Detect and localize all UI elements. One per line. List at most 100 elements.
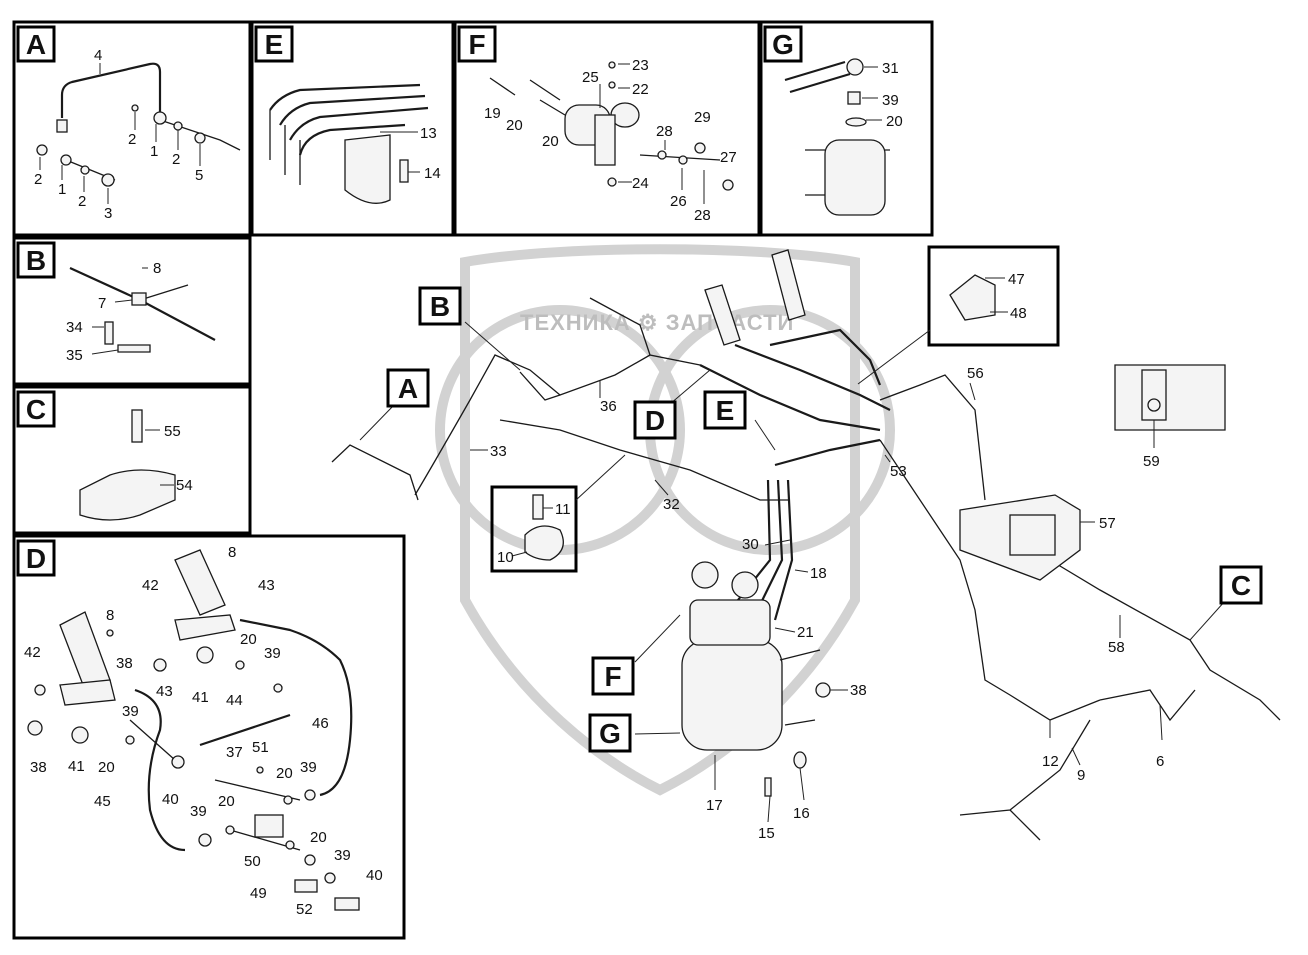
callout: 41 [68, 758, 85, 775]
panel-c-callouts: 55 54 [164, 423, 193, 494]
panel-letter-g: G [772, 29, 794, 60]
callout: 2 [128, 131, 136, 148]
callout: 15 [758, 825, 775, 842]
callout: 1 [58, 181, 66, 198]
callout: 50 [244, 853, 261, 870]
detail-box-drawing [511, 494, 564, 561]
callout: 49 [250, 885, 267, 902]
view-marker-c: C [1231, 570, 1251, 601]
panel-letter-c: C [26, 394, 46, 425]
callout: 12 [1042, 753, 1059, 770]
callout: 39 [122, 703, 139, 720]
callout: 42 [142, 577, 159, 594]
panel-letter-e: E [265, 29, 284, 60]
main-assembly-drawing [331, 249, 1281, 841]
panel-frames [12, 20, 1060, 940]
panel-f-drawing [489, 61, 734, 204]
callout: 18 [810, 565, 827, 582]
panel-b-callouts: 8 7 34 35 [66, 260, 161, 364]
callout: 42 [24, 644, 41, 661]
callout: 38 [116, 655, 133, 672]
callout: 40 [366, 867, 383, 884]
callout: 52 [296, 901, 313, 918]
panel-letters: A E F G B C D [16, 25, 803, 577]
detail-box-callouts: 11 10 [497, 501, 571, 566]
callout: 4 [94, 47, 102, 64]
callout: 51 [252, 739, 269, 756]
callout: 2 [78, 193, 86, 210]
panel-f-callouts: 23 25 22 19 20 20 29 28 27 24 26 28 [484, 57, 737, 224]
callout: 39 [882, 92, 899, 109]
callout: 34 [66, 319, 83, 336]
callout: 8 [228, 544, 236, 561]
callout: 41 [192, 689, 209, 706]
callout: 2 [172, 151, 180, 168]
callout: 22 [632, 81, 649, 98]
watermark-text: ТЕХНИКА ⚙ ЗАПЧАСТИ [520, 310, 794, 335]
callout: 24 [632, 175, 649, 192]
callout: 25 [582, 69, 599, 86]
callout: 40 [162, 791, 179, 808]
callout: 20 [542, 133, 559, 150]
callout: 44 [226, 692, 243, 709]
callout: 37 [226, 744, 243, 761]
callout: 35 [66, 347, 83, 364]
callout: 31 [882, 60, 899, 77]
callout: 53 [890, 463, 907, 480]
callout: 6 [1156, 753, 1164, 770]
panel-letter-a: A [26, 29, 46, 60]
callout: 20 [98, 759, 115, 776]
callout: 59 [1143, 453, 1160, 470]
callout: 43 [156, 683, 173, 700]
callout: 33 [490, 443, 507, 460]
callout: 9 [1077, 767, 1085, 784]
callout: 38 [850, 682, 867, 699]
callout: 13 [420, 125, 437, 142]
callout: 26 [670, 193, 687, 210]
callout: 28 [694, 207, 711, 224]
callout: 20 [886, 113, 903, 130]
callout: 7 [98, 295, 106, 312]
callout: 48 [1010, 305, 1027, 322]
callout: 21 [797, 624, 814, 641]
panel-b-drawing [69, 266, 216, 355]
callout: 5 [195, 167, 203, 184]
callout: 20 [240, 631, 257, 648]
callout: 16 [793, 805, 810, 822]
view-marker-b: B [430, 291, 450, 322]
callout: 29 [694, 109, 711, 126]
callout: 39 [334, 847, 351, 864]
callout: 20 [218, 793, 235, 810]
panel-g-drawing [784, 58, 890, 216]
callout: 10 [497, 549, 514, 566]
callout: 54 [176, 477, 193, 494]
callout: 20 [276, 765, 293, 782]
panel-e-callouts: 13 14 [420, 125, 441, 182]
callout: 58 [1108, 639, 1125, 656]
view-marker-e: E [716, 395, 735, 426]
callout: 28 [656, 123, 673, 140]
callout: 3 [104, 205, 112, 222]
panel-d-callouts: 8 42 43 8 42 38 20 39 41 43 44 46 39 38 … [24, 544, 383, 918]
callout: 39 [190, 803, 207, 820]
callout: 47 [1008, 271, 1025, 288]
panel-letter-d: D [26, 543, 46, 574]
panel-letter-b: B [26, 245, 46, 276]
callout: 1 [150, 143, 158, 160]
watermark: ТЕХНИКА ⚙ ЗАПЧАСТИ [435, 244, 895, 796]
callout: 27 [720, 149, 737, 166]
callout: 56 [967, 365, 984, 382]
callout: 2 [34, 171, 42, 188]
panel-e-drawing [269, 83, 429, 204]
callout: 39 [264, 645, 281, 662]
callout: 55 [164, 423, 181, 440]
view-marker-g: G [599, 718, 621, 749]
callout: 20 [506, 117, 523, 134]
callout: 20 [310, 829, 327, 846]
panel-g-callouts: 31 39 20 [882, 60, 903, 130]
callout: 17 [706, 797, 723, 814]
callout: 36 [600, 398, 617, 415]
callout: 11 [555, 501, 571, 518]
callout: 14 [424, 165, 441, 182]
